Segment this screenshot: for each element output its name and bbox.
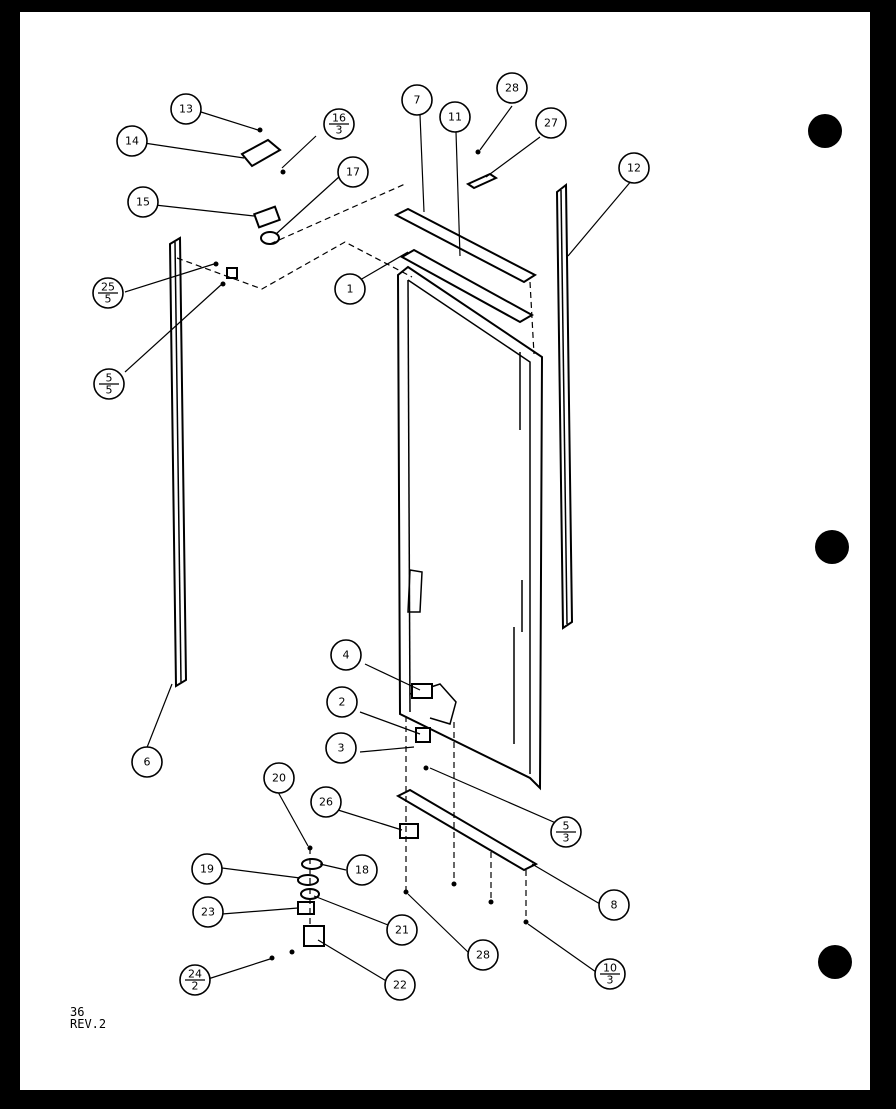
- callout-label: 13: [179, 103, 193, 116]
- callout-label: 5: [563, 820, 570, 833]
- callout-label: 19: [200, 863, 214, 876]
- lower-hinge-assembly: [269, 845, 325, 961]
- callout-label: 15: [136, 196, 150, 209]
- callout-sublabel: 3: [607, 974, 614, 987]
- callout-label: 17: [346, 166, 360, 179]
- upper-hinge-assembly: [213, 127, 286, 287]
- callout-label: 23: [201, 906, 215, 919]
- callout-label: 10: [603, 962, 617, 975]
- callout-sublabel: 3: [563, 832, 570, 845]
- callout-sublabel: 2: [192, 980, 199, 993]
- top-screw: [475, 149, 481, 155]
- leader-lines: [124, 105, 633, 983]
- callout-label: 21: [395, 924, 409, 937]
- callout-label: 26: [319, 796, 333, 809]
- callout: 13: [170, 93, 202, 125]
- callout-fraction: 10 3: [594, 958, 626, 990]
- top-bracket: [465, 172, 499, 190]
- callout: 7: [401, 84, 433, 116]
- callout: 8: [598, 889, 630, 921]
- revision-label: REV.2: [70, 1017, 107, 1031]
- callout-fraction: 24 2: [179, 964, 211, 996]
- callout: 12: [618, 152, 650, 184]
- callout-label: 5: [106, 372, 113, 385]
- callout: 18: [346, 854, 378, 886]
- callout: 11: [439, 101, 471, 133]
- binder-hole-bottom: [818, 945, 852, 979]
- callout-label: 4: [343, 649, 350, 662]
- callout: 14: [116, 125, 148, 157]
- callout: 17: [337, 156, 369, 188]
- door-panel: [396, 265, 544, 791]
- callout-label: 28: [505, 82, 519, 95]
- callout-label: 2: [339, 696, 346, 709]
- callout: 23: [192, 896, 224, 928]
- callout-label: 3: [338, 742, 345, 755]
- exploded-parts-diagram: 13 14 16 3 17 15 25 5 5 5 7 11 28: [92, 72, 852, 1001]
- callout-label: 14: [125, 135, 139, 148]
- callout-fraction: 25 5: [92, 277, 124, 309]
- page-footer: 36 REV.2: [70, 1006, 106, 1030]
- callout-label: 16: [332, 112, 346, 125]
- callout: 28: [496, 72, 528, 104]
- callout: 21: [386, 914, 418, 946]
- callout-label: 20: [272, 772, 286, 785]
- callout-label: 11: [448, 111, 462, 124]
- callout-sublabel: 3: [336, 124, 343, 137]
- callout: 20: [263, 762, 295, 794]
- callout: 6: [131, 746, 163, 778]
- binder-hole-middle: [815, 530, 849, 564]
- callout: 27: [535, 107, 567, 139]
- callout: 28: [467, 939, 499, 971]
- callout-label: 25: [101, 281, 115, 294]
- callout-label: 7: [414, 94, 421, 107]
- top-channel: [393, 207, 538, 324]
- callout-sublabel: 5: [105, 293, 112, 306]
- callout-label: 6: [144, 756, 151, 769]
- callout-label: 28: [476, 949, 490, 962]
- right-trim-strip: [555, 182, 574, 630]
- drawing-sheet: 13 14 16 3 17 15 25 5 5 5 7 11 28: [20, 12, 870, 1090]
- callout-label: 27: [544, 117, 558, 130]
- callout: 22: [384, 969, 416, 1001]
- callout-label: 8: [611, 899, 618, 912]
- page-number: 36: [70, 1005, 85, 1019]
- callout: 19: [191, 853, 223, 885]
- callout-label: 1: [347, 283, 354, 296]
- callout: 2: [326, 686, 358, 718]
- callout: 15: [127, 186, 159, 218]
- callout: 1: [334, 273, 366, 305]
- alignment-lines: [176, 183, 535, 924]
- callout-fraction: 5 3: [550, 816, 582, 848]
- callout: 4: [330, 639, 362, 671]
- callout: 26: [310, 786, 342, 818]
- callout-fraction: 16 3: [323, 108, 355, 140]
- binder-hole-top: [808, 114, 842, 148]
- callout-label: 12: [627, 162, 641, 175]
- callout-sublabel: 5: [106, 384, 113, 397]
- callout-label: 24: [188, 968, 202, 981]
- callout-label: 22: [393, 979, 407, 992]
- left-trim-strip: [168, 236, 188, 688]
- callout: 3: [325, 732, 357, 764]
- callout-fraction: 5 5: [93, 368, 125, 400]
- callout-label: 18: [355, 864, 369, 877]
